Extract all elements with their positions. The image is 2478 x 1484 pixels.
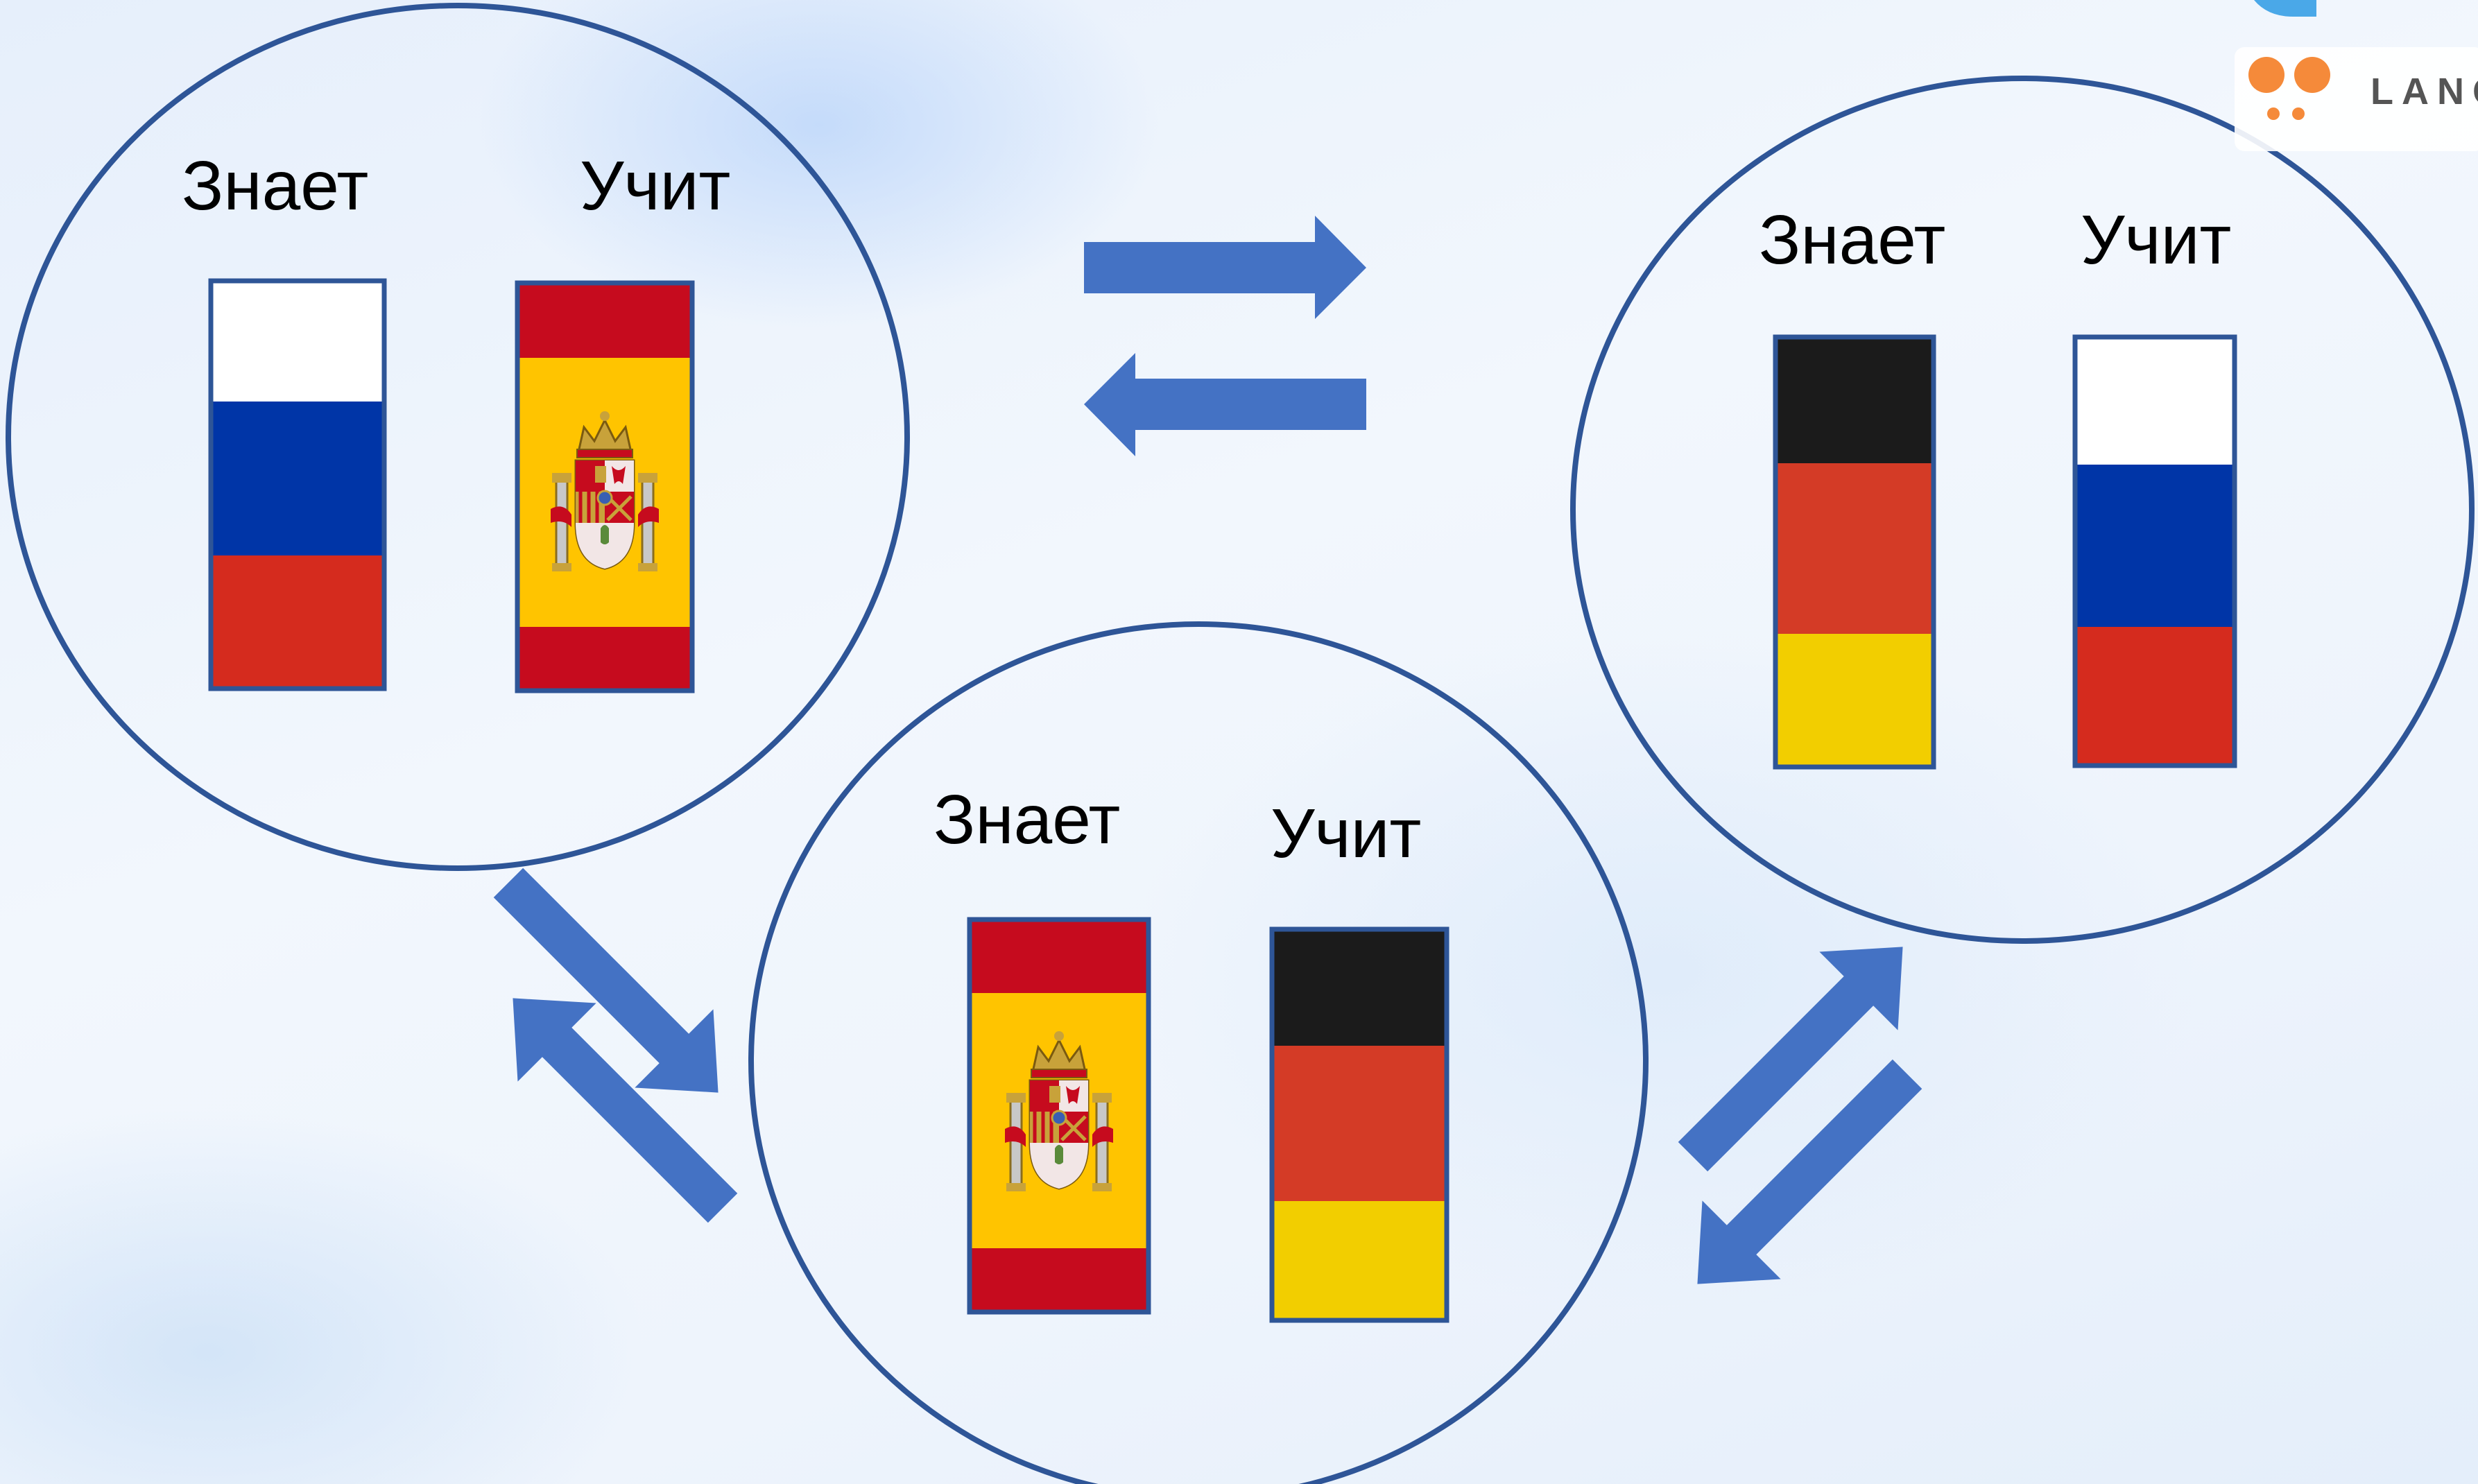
knows-label: Знает xyxy=(933,781,1120,859)
learns-label: Учит xyxy=(2081,201,2231,279)
logo-swirl-icon xyxy=(2254,0,2316,17)
arrow-icon xyxy=(1084,216,1366,319)
pair-circle-spanish-german: Знает Учит xyxy=(748,621,1649,1484)
logo: LANG xyxy=(2235,0,2478,151)
arrow-icon xyxy=(493,868,719,1093)
arrow-icon xyxy=(1678,947,1903,1172)
logo-dots-icon xyxy=(2248,57,2330,120)
circle-outline xyxy=(748,621,1649,1484)
spain-flag xyxy=(967,917,1151,1315)
germany-flag xyxy=(1269,926,1449,1323)
knows-label: Знает xyxy=(182,147,368,225)
pair-circle-german-russian: Знает Учит xyxy=(1570,76,2475,944)
russia-flag xyxy=(208,278,387,691)
germany-flag xyxy=(1773,334,1936,770)
arrow-icon xyxy=(1697,1059,1922,1284)
logo-text: LANG xyxy=(2371,71,2478,112)
circle-outline xyxy=(1570,76,2475,944)
arrow-icon xyxy=(513,998,738,1223)
spain-flag xyxy=(515,280,695,693)
knows-label: Знает xyxy=(1759,201,1945,279)
pair-circle-russian-spanish: Знает Учит xyxy=(6,3,910,871)
circle-outline xyxy=(6,3,910,871)
russia-flag xyxy=(2072,334,2237,768)
learns-label: Учит xyxy=(580,147,730,225)
learns-label: Учит xyxy=(1271,795,1421,872)
arrow-icon xyxy=(1084,353,1366,456)
